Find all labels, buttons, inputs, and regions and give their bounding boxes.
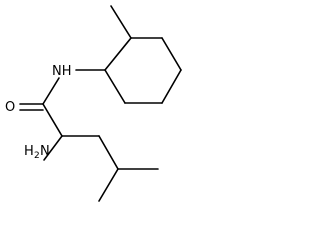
ring-bond-5 [104, 69, 126, 104]
ring-bond-2 [161, 37, 182, 71]
ring-bond-6 [104, 37, 132, 71]
amine-h-label: H [24, 144, 34, 159]
nh-label: NH [52, 64, 72, 79]
carbonyl-to-alpha-bond [42, 103, 63, 137]
ch-to-methyl-down-bond [98, 168, 119, 202]
amine-n-label: N [40, 144, 50, 159]
ring-bond-3 [161, 69, 182, 104]
cyclohexane-ring [104, 37, 182, 104]
chemical-structure-diagram: NH O H 2 N [5, 5, 182, 202]
nh-to-carbonyl-bond [42, 77, 60, 105]
alpha-to-amine-bond [43, 135, 63, 161]
amine-label: H 2 N [24, 144, 50, 161]
oxygen-label: O [5, 100, 15, 115]
ch2-to-ch-bond [98, 135, 119, 170]
ring-methyl-bond [110, 5, 132, 39]
amine-subscript-label: 2 [34, 151, 40, 161]
carbonyl-double-bond [19, 103, 44, 111]
